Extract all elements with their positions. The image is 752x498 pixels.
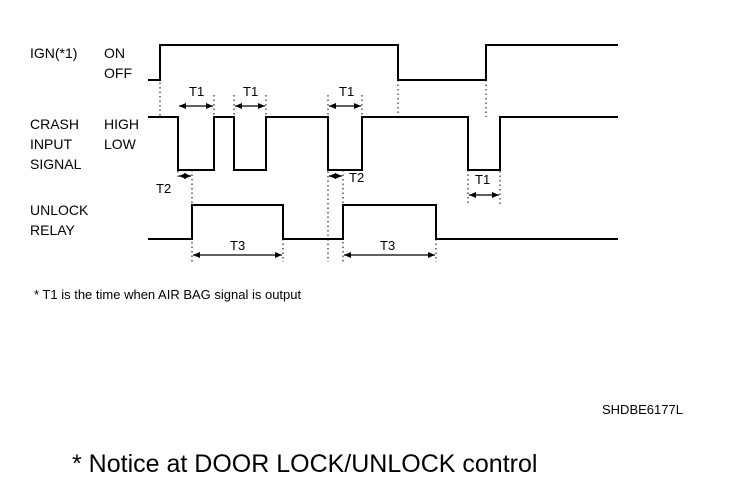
crash-input-waveform <box>148 116 618 171</box>
unlock-relay-waveform <box>148 204 618 240</box>
crash-low-label: LOW <box>104 136 137 152</box>
figure-code: SHDBE6177L <box>602 402 683 417</box>
crash-high-label: HIGH <box>104 116 139 132</box>
t2-label: T2 <box>156 181 171 196</box>
t1-label: T1 <box>189 84 204 99</box>
ign-off-label: OFF <box>104 65 132 81</box>
unlock-label-line-1: UNLOCK <box>30 202 89 218</box>
t3-label: T3 <box>380 238 395 253</box>
ign-on-label: ON <box>104 45 125 61</box>
t1-label: T1 <box>339 84 354 99</box>
crash-label-line-2: INPUT <box>30 136 72 152</box>
crash-label-line-1: CRASH <box>30 116 79 132</box>
t2-label: T2 <box>349 170 364 185</box>
crash-label-line-3: SIGNAL <box>30 156 82 172</box>
t1-label: T1 <box>475 172 490 187</box>
ign-waveform <box>148 44 618 81</box>
t3-label: T3 <box>230 238 245 253</box>
t1-label: T1 <box>243 84 258 99</box>
notice-caption: * Notice at DOOR LOCK/UNLOCK control <box>72 450 538 478</box>
ign-label: IGN(*1) <box>30 45 77 61</box>
t1-footnote: * T1 is the time when AIR BAG signal is … <box>34 287 302 302</box>
unlock-label-line-2: RELAY <box>30 222 76 238</box>
